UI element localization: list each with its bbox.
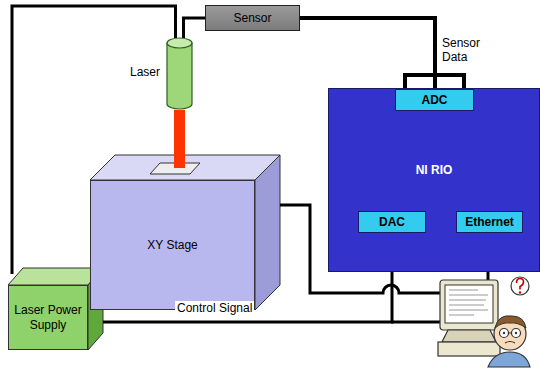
dac-block: DAC xyxy=(358,211,426,233)
node-text: ADC xyxy=(422,93,448,107)
laser-beam xyxy=(174,110,185,168)
node-text: XY Stage xyxy=(147,238,197,252)
wire xyxy=(184,18,206,38)
node-text: Laser xyxy=(130,65,160,79)
xy-stage: XY Stage xyxy=(90,180,255,310)
node-text: Ethernet xyxy=(465,215,514,229)
node-text: Sensor xyxy=(233,11,271,25)
signal-label: Sensor Data xyxy=(440,36,494,65)
laser-power-supply: Laser Power Supply xyxy=(8,285,88,350)
adc-block: ADC xyxy=(395,89,474,111)
ni-rio-box: NI RIO ADC DAC Ethernet xyxy=(328,88,540,272)
laser-head: Laser xyxy=(166,37,193,110)
node-text: Laser Power Supply xyxy=(13,303,83,332)
sensor-box: Sensor xyxy=(205,5,300,31)
computer-user xyxy=(438,277,530,367)
supply-top-face xyxy=(8,268,103,285)
stage-side-face xyxy=(255,155,280,310)
signal-label: Control Signal xyxy=(175,301,254,315)
node-text: NI RIO xyxy=(329,163,539,177)
ethernet-block: Ethernet xyxy=(456,211,523,233)
laser-cylinder xyxy=(166,37,193,110)
node-text: DAC xyxy=(379,215,405,229)
